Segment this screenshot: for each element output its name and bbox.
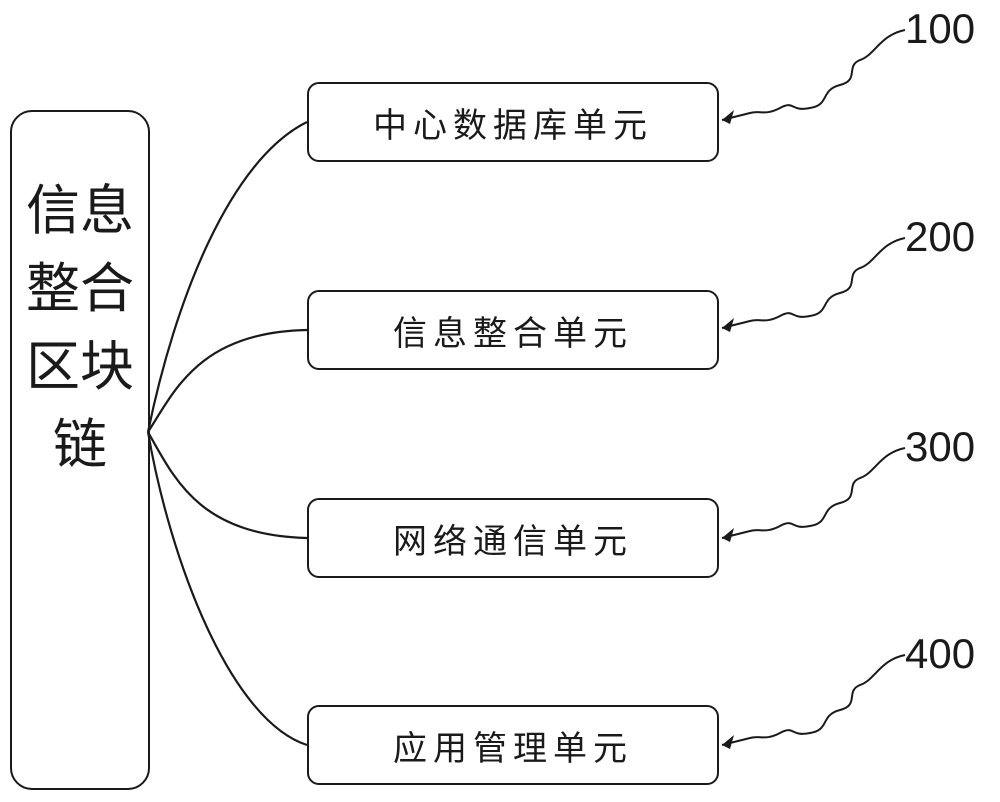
unit-label: 应用管理单元 <box>393 728 633 769</box>
reference-number-100: 100 <box>905 5 976 52</box>
main-block-title: 信息整合区块链 <box>26 179 134 476</box>
unit-box-network-communication: 网络通信单元 <box>307 498 719 578</box>
unit-label: 信息整合单元 <box>393 313 633 354</box>
unit-box-application-management: 应用管理单元 <box>307 705 719 785</box>
unit-box-information-integration: 信息整合单元 <box>307 290 719 370</box>
unit-label: 中心数据库单元 <box>373 105 653 146</box>
leader-100 <box>721 29 906 124</box>
leader-200 <box>721 237 906 332</box>
branch-line-100 <box>146 121 308 433</box>
reference-number-200: 200 <box>905 213 976 260</box>
leader-300 <box>721 447 906 542</box>
unit-box-central-database: 中心数据库单元 <box>307 82 719 162</box>
branch-line-400 <box>146 431 308 747</box>
branch-line-300 <box>147 431 308 540</box>
main-block-information-integration-blockchain: 信息整合区块链 <box>10 110 150 790</box>
branch-line-200 <box>147 328 308 433</box>
unit-label: 网络通信单元 <box>393 521 633 562</box>
leader-400 <box>721 654 906 749</box>
reference-number-300: 300 <box>905 423 976 470</box>
reference-number-400: 400 <box>905 630 976 677</box>
